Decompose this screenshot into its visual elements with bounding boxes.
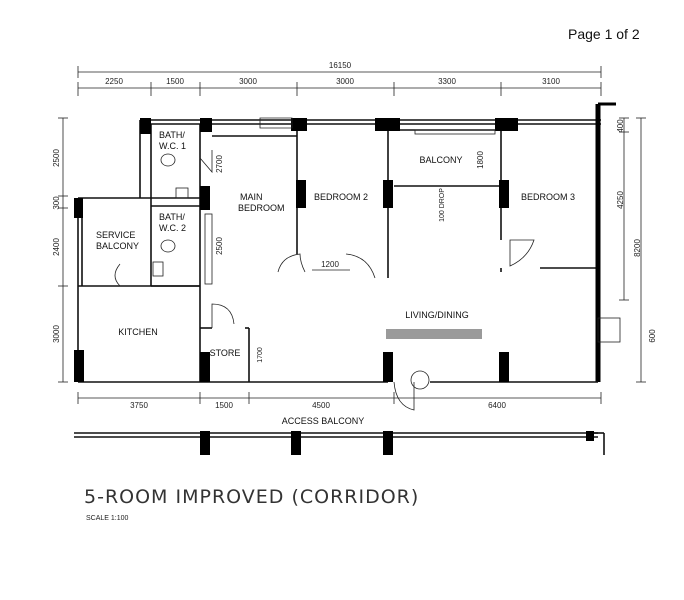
inner-dimensions: 2700 2500 1800 1200 1700 100 DROP <box>215 151 485 363</box>
label-bath-wc-1: BATH/W.C. 1 <box>159 130 186 151</box>
dim-left-3: 2400 <box>52 238 61 256</box>
label-bath-wc-2: BATH/W.C. 2 <box>159 212 186 233</box>
dim-left-1: 2500 <box>52 149 61 167</box>
overall-dimension: 16150 <box>77 61 602 78</box>
right-dimensions: 400 4250 8200 600 <box>616 117 657 383</box>
dim-bedroom2-door: 1200 <box>321 260 339 269</box>
dim-right-2: 4250 <box>616 191 625 209</box>
label-store: STORE <box>210 348 241 358</box>
page-indicator: Page 1 of 2 <box>568 26 640 42</box>
dim-top-6: 3100 <box>542 77 560 86</box>
fixtures <box>152 153 621 343</box>
dim-top-3: 3000 <box>239 77 257 86</box>
bottom-dimensions: 3750 1500 4500 6400 <box>77 392 602 410</box>
dim-left-2: 300 <box>52 196 61 210</box>
dim-right-1: 400 <box>616 119 625 133</box>
dim-top-1: 2250 <box>105 77 123 86</box>
label-living-dining: LIVING/DINING <box>405 310 469 320</box>
dim-bottom-2: 1500 <box>215 401 233 410</box>
columns <box>74 118 594 455</box>
dim-store: 1700 <box>257 347 264 363</box>
label-bedroom-2: BEDROOM 2 <box>314 192 368 202</box>
dim-bath1: 2700 <box>215 155 224 173</box>
dim-top-2: 1500 <box>166 77 184 86</box>
label-kitchen: KITCHEN <box>118 327 158 337</box>
plan-title: 5-ROOM IMPROVED (CORRIDOR) <box>84 486 419 508</box>
dim-top-5: 3300 <box>438 77 456 86</box>
overall-width-label: 16150 <box>329 61 352 70</box>
dim-left-4: 3000 <box>52 325 61 343</box>
walls <box>74 102 616 455</box>
dim-bottom-1: 3750 <box>130 401 148 410</box>
dim-bottom-4: 6400 <box>488 401 506 410</box>
dim-balcony: 1800 <box>476 151 485 169</box>
dim-bath2: 2500 <box>215 237 224 255</box>
dim-top-4: 3000 <box>336 77 354 86</box>
label-bedroom-3: BEDROOM 3 <box>521 192 575 202</box>
dim-bottom-3: 4500 <box>312 401 330 410</box>
left-dimensions: 2500 300 2400 3000 <box>52 117 68 383</box>
dim-right-3: 8200 <box>633 239 642 257</box>
plan-scale: SCALE 1:100 <box>86 515 129 522</box>
doors <box>114 117 535 411</box>
label-access-balcony: ACCESS BALCONY <box>282 416 365 426</box>
label-balcony: BALCONY <box>419 155 462 165</box>
top-dimensions: 2250 1500 3000 3000 3300 3100 <box>77 77 602 96</box>
drop-label: 100 DROP <box>439 188 446 222</box>
dim-right-4: 600 <box>648 329 657 343</box>
